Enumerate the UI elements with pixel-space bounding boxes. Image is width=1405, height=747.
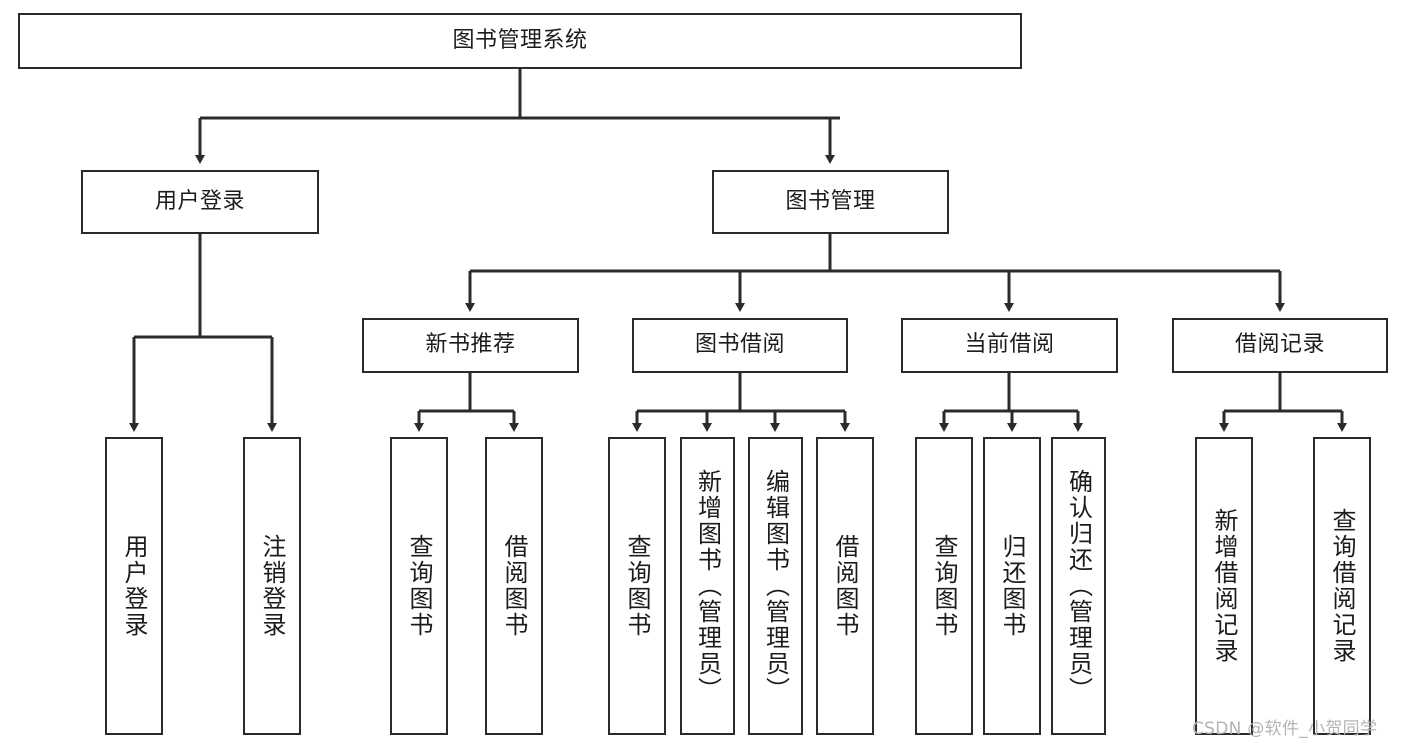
node-label: 借阅记录	[1234, 332, 1325, 358]
node-leaf-return-book[interactable]: 归还图书	[983, 437, 1041, 735]
connector-current-borrow-to-leaves	[939, 373, 1083, 432]
connector-root-to-level2	[195, 69, 840, 164]
node-leaf-query-book-recommend[interactable]: 查询图书	[390, 437, 448, 735]
node-leaf-query-book-current[interactable]: 查询图书	[915, 437, 973, 735]
node-label: 查询借阅记录	[1328, 508, 1356, 664]
node-leaf-borrow-book-recommend[interactable]: 借阅图书	[485, 437, 543, 735]
node-label: 新书推荐	[425, 332, 516, 358]
node-leaf-edit-book-admin[interactable]: 编辑图书（管理员）	[748, 437, 803, 735]
node-new-book-recommend[interactable]: 新书推荐	[362, 318, 579, 373]
node-label: 注销登录	[258, 534, 286, 638]
node-leaf-logout[interactable]: 注销登录	[243, 437, 301, 735]
node-leaf-add-borrow-record[interactable]: 新增借阅记录	[1195, 437, 1253, 735]
node-label: 归还图书	[998, 534, 1026, 638]
node-root-book-management-system[interactable]: 图书管理系统	[18, 13, 1022, 69]
node-label: 查询图书	[623, 534, 651, 638]
node-leaf-borrow-book[interactable]: 借阅图书	[816, 437, 874, 735]
node-label: 确认归还（管理员）	[1064, 469, 1093, 703]
node-label: 新增借阅记录	[1210, 508, 1238, 664]
node-label: 新增图书（管理员）	[693, 469, 722, 703]
node-leaf-query-book-borrow[interactable]: 查询图书	[608, 437, 666, 735]
connector-book-manage-to-level3	[465, 234, 1285, 312]
node-leaf-query-borrow-record[interactable]: 查询借阅记录	[1313, 437, 1371, 735]
node-label: 用户登录	[120, 534, 148, 638]
node-leaf-add-book-admin[interactable]: 新增图书（管理员）	[680, 437, 735, 735]
connector-borrow-record-to-leaves	[1219, 373, 1347, 432]
node-label: 当前借阅	[964, 332, 1055, 358]
connector-book-borrow-to-leaves	[632, 373, 850, 432]
connector-user-login-to-leaves	[129, 234, 277, 432]
node-label: 查询图书	[930, 534, 958, 638]
node-leaf-confirm-return-admin[interactable]: 确认归还（管理员）	[1051, 437, 1106, 735]
node-user-login[interactable]: 用户登录	[81, 170, 319, 234]
node-label: 借阅图书	[500, 534, 528, 638]
node-book-management[interactable]: 图书管理	[712, 170, 949, 234]
node-current-borrow[interactable]: 当前借阅	[901, 318, 1118, 373]
node-book-borrow[interactable]: 图书借阅	[632, 318, 848, 373]
node-leaf-user-login[interactable]: 用户登录	[105, 437, 163, 735]
node-label: 借阅图书	[831, 534, 859, 638]
node-borrow-record[interactable]: 借阅记录	[1172, 318, 1388, 373]
node-label: 图书管理	[785, 188, 876, 214]
node-label: 编辑图书（管理员）	[761, 469, 790, 703]
node-label: 图书借阅	[694, 332, 785, 358]
node-label: 用户登录	[154, 188, 245, 214]
node-label: 图书管理系统	[452, 27, 588, 53]
node-label: 查询图书	[405, 534, 433, 638]
connector-new-book-to-leaves	[414, 373, 519, 432]
